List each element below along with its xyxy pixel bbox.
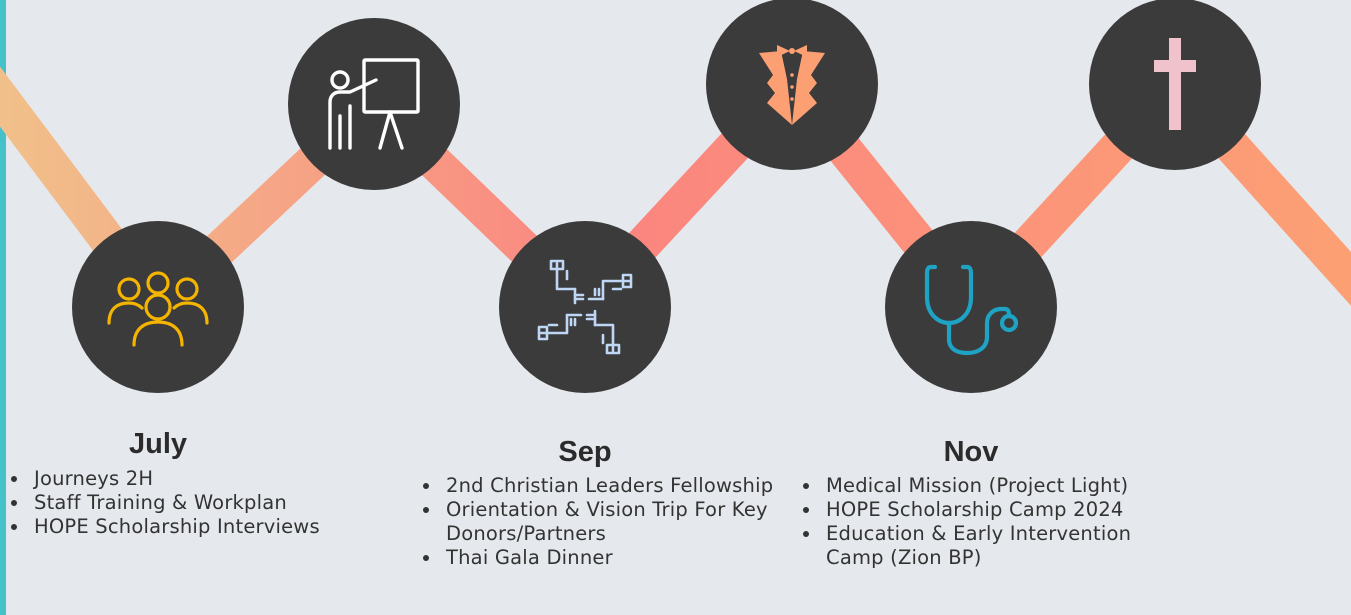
milestone-circle-nov xyxy=(885,221,1057,393)
milestone-circle-6 xyxy=(1089,0,1261,170)
event-item: Thai Gala Dinner xyxy=(442,546,782,570)
event-item: Orientation & Vision Trip For Key Donors… xyxy=(442,498,782,546)
event-item: Medical Mission (Project Light) xyxy=(822,474,1162,498)
event-item: Education & Early Intervention Camp (Zio… xyxy=(822,522,1162,570)
milestone-circle-2 xyxy=(288,18,460,190)
event-item: 2nd Christian Leaders Fellowship xyxy=(442,474,782,498)
event-list-july: Journeys 2H Staff Training & Workplan HO… xyxy=(8,467,370,539)
people-group-icon xyxy=(107,271,209,347)
event-list-sep: 2nd Christian Leaders Fellowship Orienta… xyxy=(420,474,782,570)
event-item: HOPE Scholarship Interviews xyxy=(30,515,370,539)
milestone-circle-sep xyxy=(499,221,671,393)
month-label-sep: Sep xyxy=(558,436,612,468)
event-item: Staff Training & Workplan xyxy=(30,491,370,515)
joined-hands-icon xyxy=(537,259,633,355)
tuxedo-icon xyxy=(759,45,825,125)
milestone-circle-july xyxy=(72,221,244,393)
event-item: Journeys 2H xyxy=(30,467,370,491)
cross-icon xyxy=(1154,38,1196,130)
event-item: HOPE Scholarship Camp 2024 xyxy=(822,498,1162,522)
month-label-july: July xyxy=(128,428,188,460)
milestone-circle-4 xyxy=(706,0,878,170)
stethoscope-icon xyxy=(924,264,1019,356)
presenter-board-icon xyxy=(328,58,420,150)
left-accent-bar xyxy=(0,0,6,615)
month-label-nov: Nov xyxy=(943,436,999,468)
event-list-nov: Medical Mission (Project Light) HOPE Sch… xyxy=(800,474,1162,570)
